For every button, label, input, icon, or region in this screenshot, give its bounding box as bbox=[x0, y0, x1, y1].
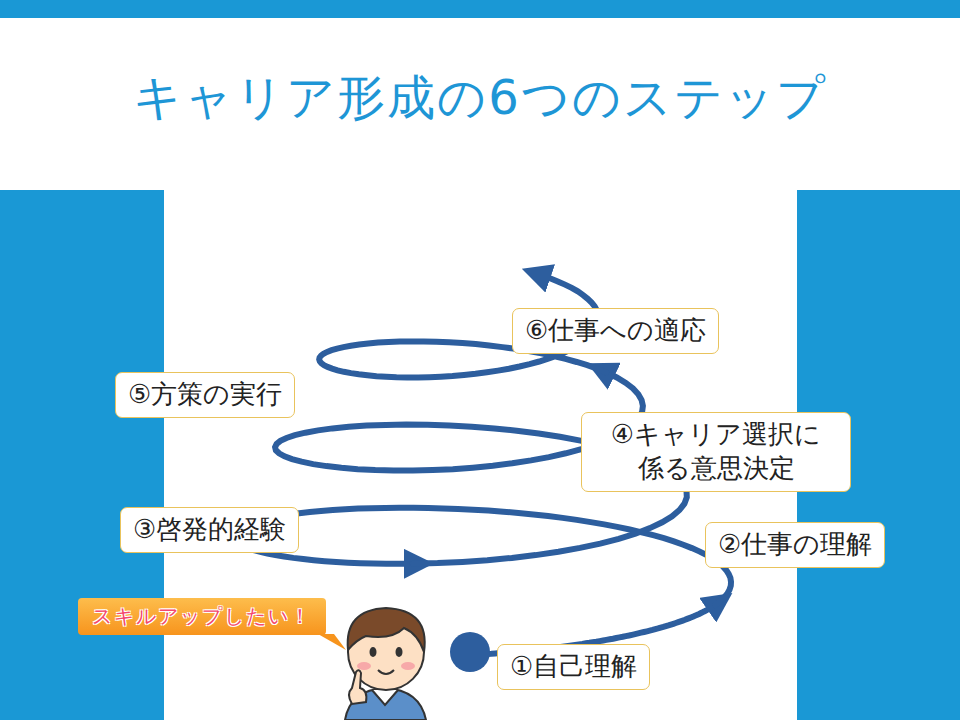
person-illustration bbox=[345, 608, 426, 720]
step-box: ③啓発的経験 bbox=[120, 507, 299, 553]
step-label: ②仕事の理解 bbox=[718, 528, 872, 562]
step-box: ④キャリア選択に 係る意思決定 bbox=[581, 412, 851, 492]
speech-bubble: スキルアップしたい！ bbox=[78, 598, 326, 635]
step-box: ⑤方策の実行 bbox=[115, 372, 295, 418]
step-label: ①自己理解 bbox=[510, 650, 637, 684]
side-panel bbox=[0, 190, 164, 720]
step-box: ②仕事の理解 bbox=[705, 522, 885, 568]
title: キャリア形成の6つのステップ bbox=[0, 66, 960, 130]
step-label: ⑤方策の実行 bbox=[128, 378, 282, 412]
bubble-text: スキルアップしたい！ bbox=[92, 603, 312, 630]
start-dot bbox=[450, 632, 490, 672]
bubble-tail bbox=[318, 634, 346, 650]
step-box: ⑥仕事への適応 bbox=[512, 308, 719, 354]
step-label: ⑥仕事への適応 bbox=[525, 314, 706, 348]
step-label: ③啓発的経験 bbox=[133, 513, 286, 547]
top-bar bbox=[0, 0, 960, 18]
step-label: ④キャリア選択に 係る意思決定 bbox=[594, 418, 838, 486]
step-box: ①自己理解 bbox=[497, 644, 650, 690]
